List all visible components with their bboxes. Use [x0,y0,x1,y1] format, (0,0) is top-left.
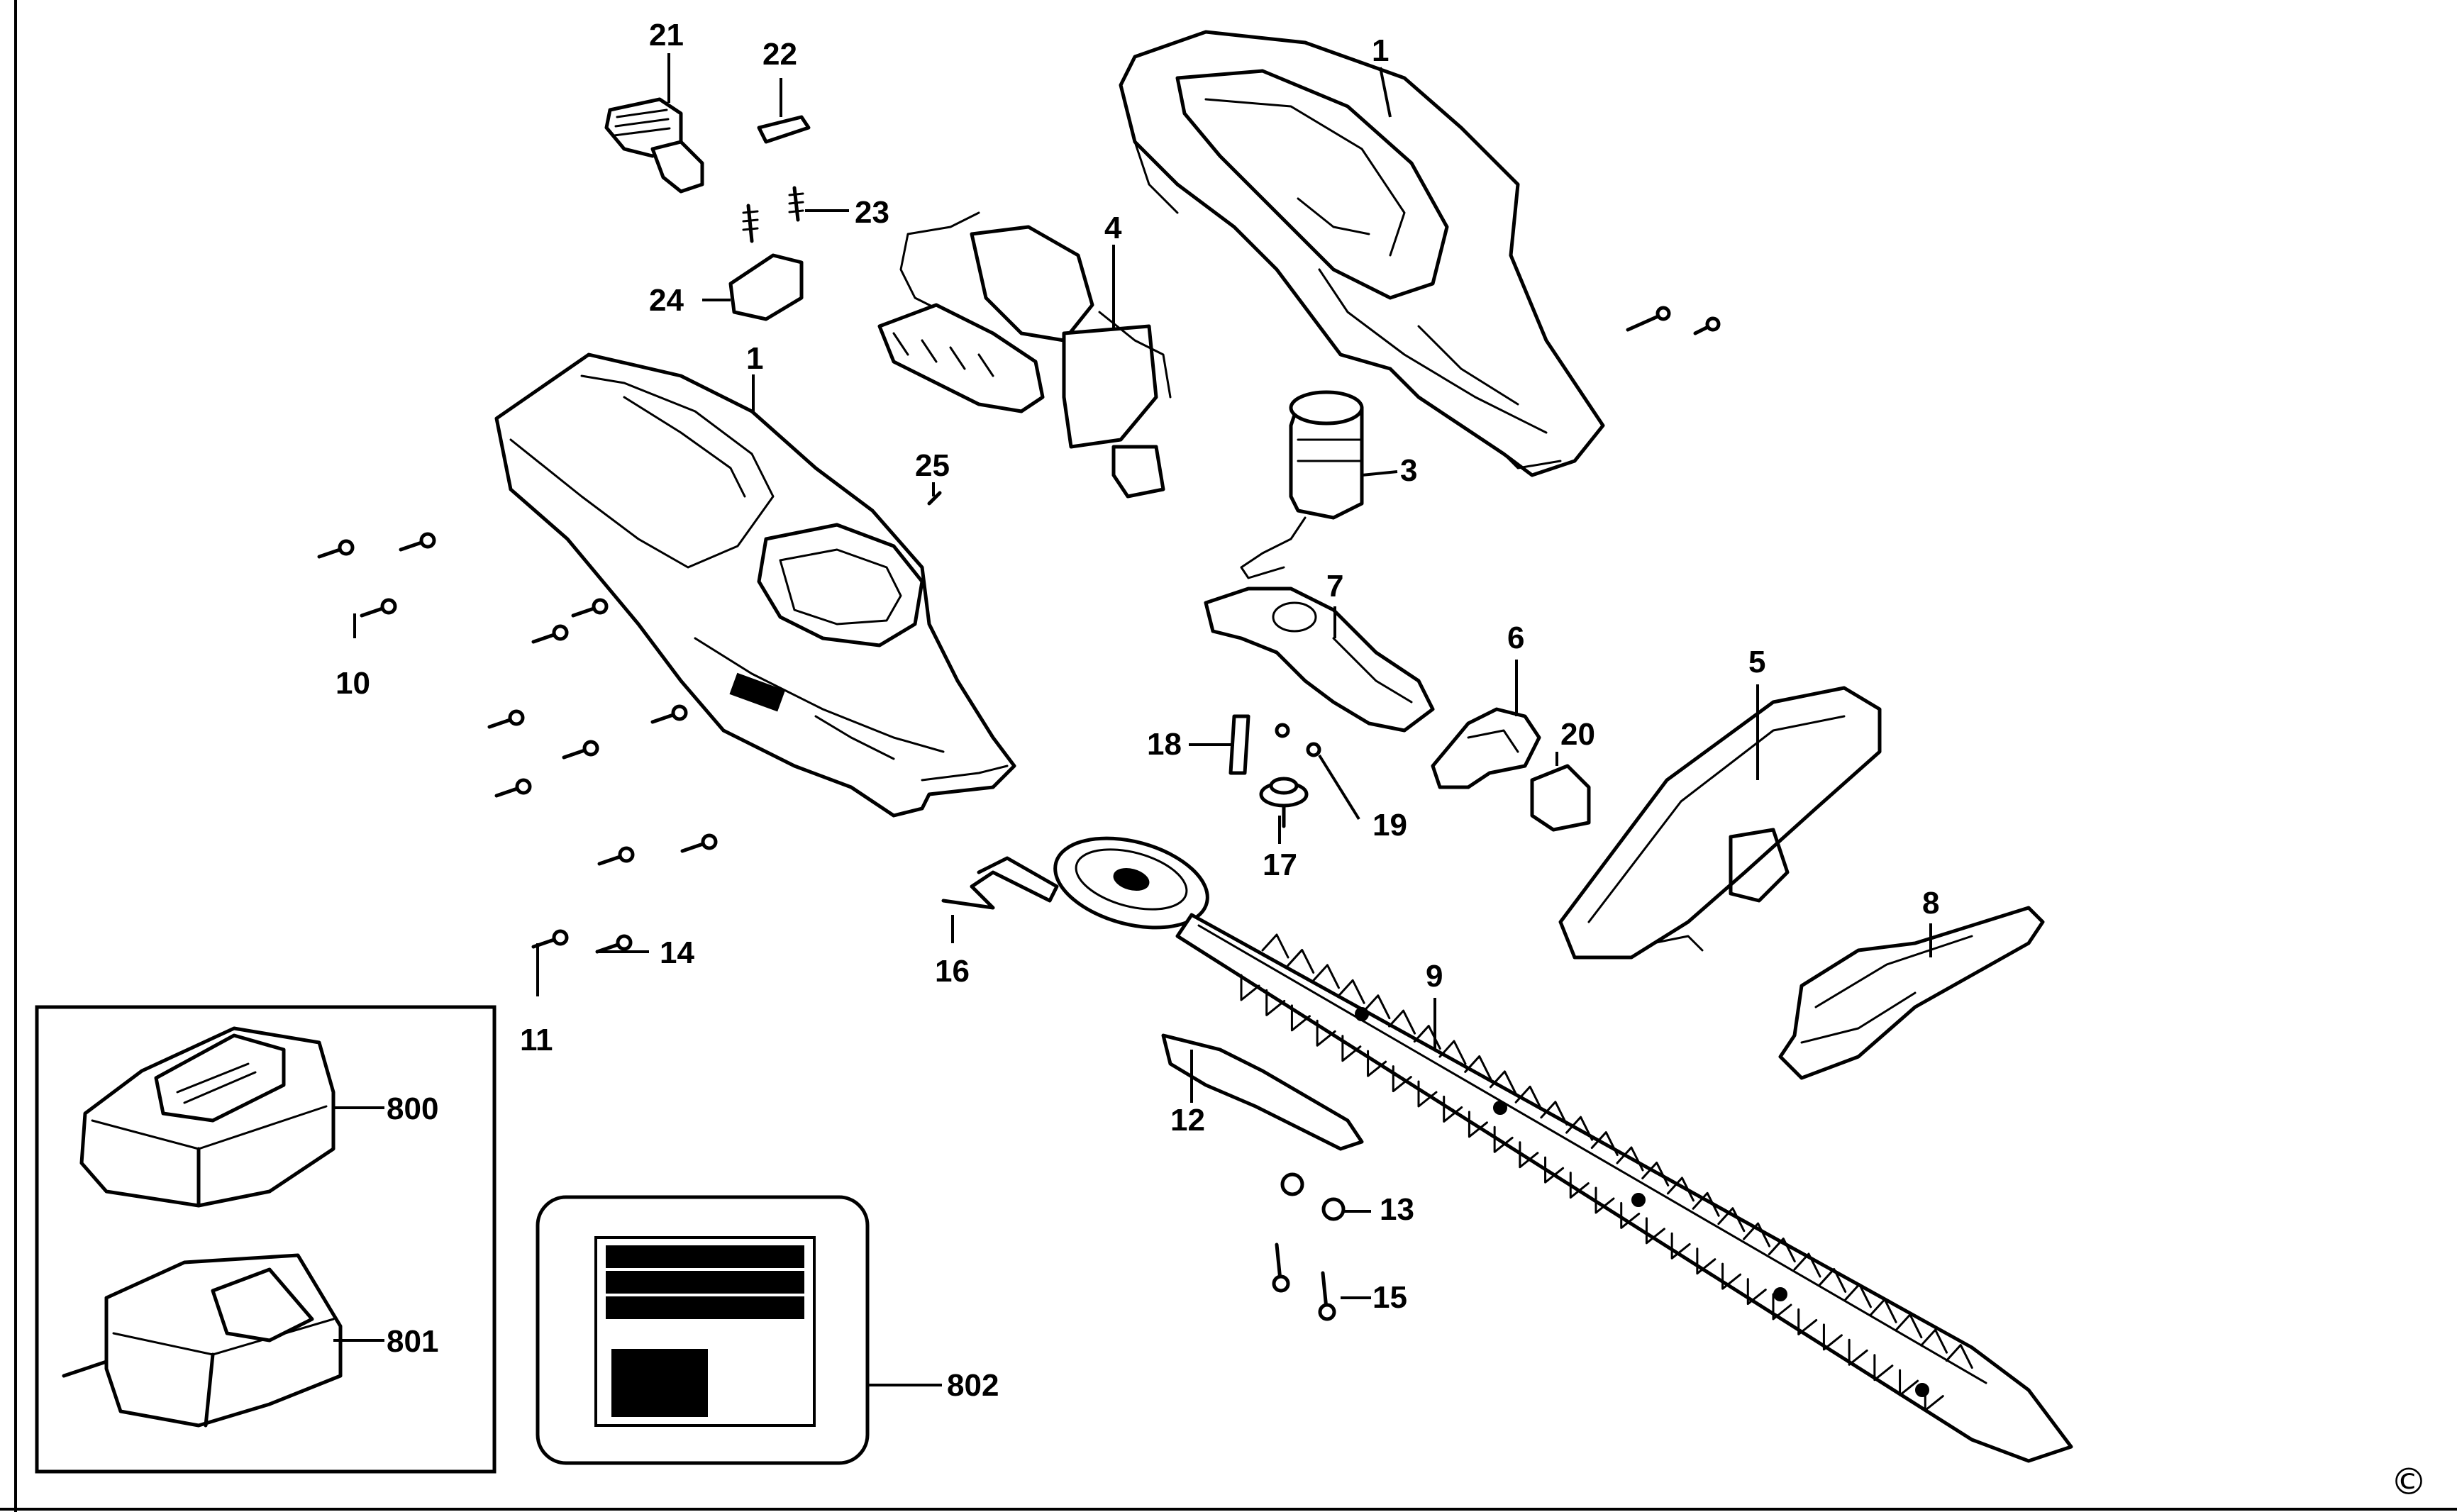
lock-part-24 [728,253,804,321]
label-part-13: 13 [1380,1192,1414,1227]
gear-wheel [1053,836,1209,930]
label-part-14: 14 [660,935,694,970]
label-bar-1 [606,1245,804,1268]
switch-assembly [877,211,1172,499]
label-inner-frame [594,1236,816,1427]
strip-part-12 [1161,1033,1364,1151]
label-block [611,1349,708,1417]
label-part-7: 7 [1326,569,1344,604]
label-part-3: 3 [1400,453,1418,488]
motor-part-3 [1240,390,1364,579]
label-part-25: 25 [915,448,950,483]
charger-801 [62,1253,343,1428]
label-part-23: 23 [855,195,889,230]
label-part-800: 800 [387,1091,439,1126]
label-part-22: 22 [762,37,797,72]
screw-head [552,624,569,641]
screw-head [338,539,355,556]
label-part-18: 18 [1147,727,1182,762]
battery-pack-800 [79,1026,335,1208]
gear-housing-part-7 [1204,587,1435,733]
battery-charger-box [35,1005,497,1474]
bracket-part-16 [941,856,1059,910]
label-part-10: 10 [335,666,370,701]
screw-part-19 [1275,723,1321,757]
screw-head [582,740,599,757]
screw-head [592,598,609,615]
cap-part-20 [1530,764,1591,832]
label-bar-3 [606,1296,804,1319]
label-part-20: 20 [1560,717,1595,752]
label-part-15: 15 [1372,1280,1407,1315]
screws-top-right [1626,306,1721,335]
screw-part-15 [1272,1243,1336,1321]
button-part-21 [604,97,704,194]
label-bar-2 [606,1271,804,1294]
housing-half-left [494,352,1016,818]
screw-head [508,709,525,726]
screw-head [515,778,532,795]
actuator-part-6 [1431,707,1541,789]
label-part-802: 802 [947,1368,999,1403]
label-part-4: 4 [1104,211,1122,245]
screw-head [618,846,635,863]
blade-cover-part-8 [1778,906,2045,1080]
label-part-9: 9 [1426,959,1443,994]
label-part-1-left: 1 [746,341,764,376]
label-part-12: 12 [1170,1103,1205,1138]
label-part-11: 11 [520,1023,553,1057]
screw-part-25 [927,491,942,506]
copyright-symbol: © [2390,1461,2427,1503]
label-part-1-top: 1 [1372,33,1390,68]
label-part-16: 16 [935,954,970,989]
guard-part-5 [1558,686,1882,960]
housing-half-right [1119,30,1605,477]
screw-head [380,598,397,615]
leader-lines [333,53,1932,1386]
screw-head [419,532,436,549]
screw-head [671,704,688,721]
label-part-5: 5 [1748,645,1766,679]
screws-group [317,532,718,954]
screw-head [616,934,633,951]
label-part-24: 24 [649,283,684,318]
label-part-19: 19 [1372,808,1407,843]
nut-part-13 [1280,1172,1346,1221]
label-part-8: 8 [1922,886,1940,921]
eccentric-part-17 [1259,777,1309,828]
label-part-17: 17 [1263,847,1297,882]
label-part-6: 6 [1507,621,1525,655]
label-part-801: 801 [387,1324,439,1359]
springs-part-23 [742,186,804,243]
pin-part-18 [1228,714,1250,775]
screw-head [552,929,569,946]
label-part-21: 21 [649,18,684,52]
clip-part-22 [757,115,811,144]
blade-part-9 [1175,913,2073,1463]
screw-head [701,833,718,850]
label-plate-802 [536,1195,870,1465]
